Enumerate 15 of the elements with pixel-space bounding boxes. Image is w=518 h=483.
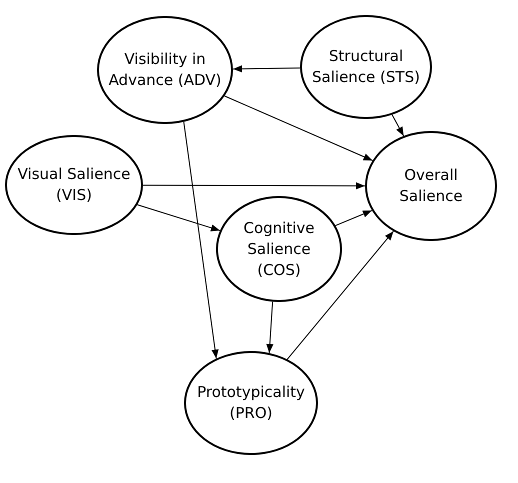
node-label: Visibility in Advance (ADV) (108, 49, 222, 91)
arrow (136, 204, 220, 232)
node-label: Visual Salience (VIS) (16, 164, 132, 206)
arrow (335, 210, 372, 226)
arrow (224, 96, 374, 161)
node-label: Prototypicality (PRO) (196, 382, 306, 424)
node-label: Cognitive Salience (COS) (242, 218, 316, 280)
node-label: Structural Salience (STS) (311, 46, 421, 88)
arrow (286, 230, 394, 360)
arrow (232, 65, 300, 72)
arrow (142, 182, 366, 190)
arrow (183, 121, 219, 360)
arrow (266, 301, 274, 354)
arrow (392, 114, 404, 136)
node-label: Overall Salience (398, 165, 464, 207)
